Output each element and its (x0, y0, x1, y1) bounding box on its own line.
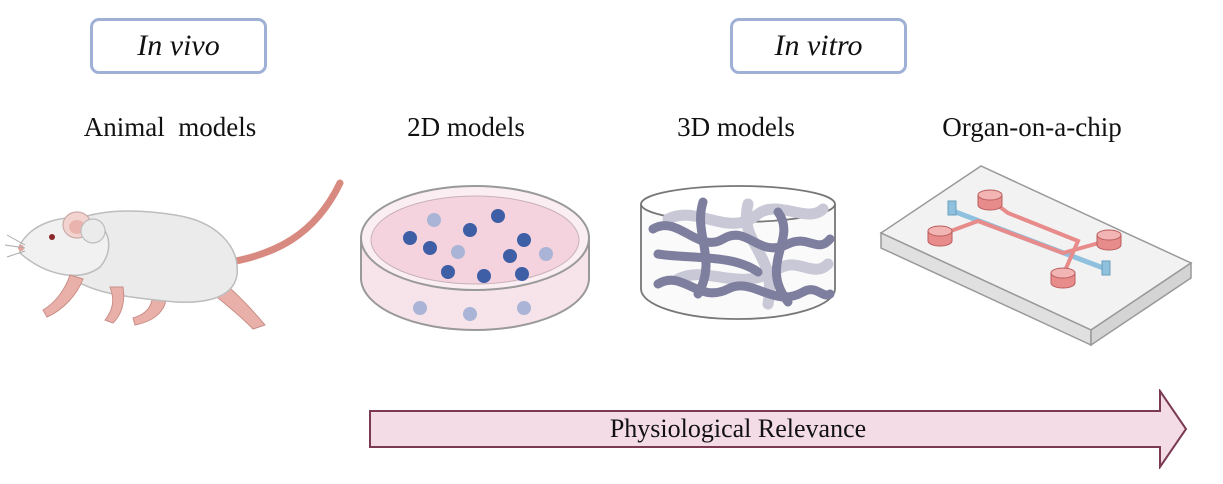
cell-group (403, 209, 553, 321)
scaffold-icon (640, 185, 836, 320)
in-vivo-box: In vivo (90, 18, 267, 74)
arrow-label: Physiological Relevance (609, 414, 867, 443)
organ-on-a-chip-label: Organ-on-a-chip (942, 112, 1122, 142)
in-vitro-label: In vitro (774, 29, 863, 62)
in-vivo-label: In vivo (137, 29, 220, 62)
physiological-relevance-arrow: Physiological Relevance (368, 389, 1190, 469)
mouse-icon (4, 179, 344, 330)
3d-models-label: 3D models (677, 112, 795, 142)
in-vitro-box: In vitro (730, 18, 907, 74)
arrow-shape (369, 389, 1188, 469)
petri-dish-icon (360, 185, 590, 331)
2d-models-label: 2D models (407, 112, 525, 142)
animal-models-label: Animal models (83, 112, 257, 142)
microfluidic-chip-icon (879, 165, 1193, 347)
chip-wells (927, 189, 1122, 289)
